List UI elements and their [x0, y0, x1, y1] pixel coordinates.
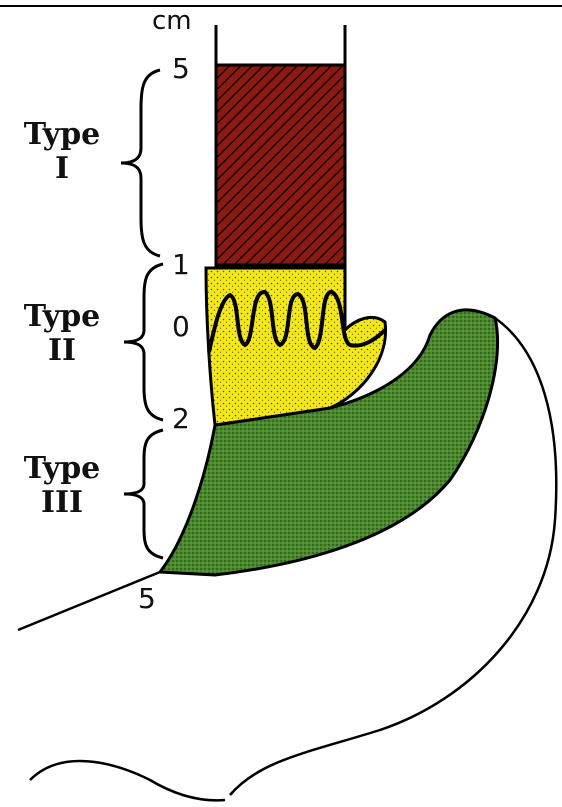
type-i-label-line1: Type: [14, 118, 110, 152]
type-iii-label-line1: Type: [14, 452, 110, 486]
type-iii-label: Type III: [14, 452, 110, 520]
type-i-region: [216, 65, 345, 265]
brace-type-iii: [118, 428, 168, 560]
scale-mark-5-top: 5: [172, 52, 190, 85]
scale-mark-5-bottom: 5: [138, 582, 156, 615]
esophagus-outline: [216, 25, 345, 65]
type-ii-label-line1: Type: [14, 300, 110, 334]
type-i-label-line2: I: [14, 152, 110, 186]
type-i-label: Type I: [14, 118, 110, 186]
scale-mark-2: 2: [172, 402, 190, 435]
type-iii-label-line2: III: [14, 486, 110, 520]
brace-type-i: [115, 68, 165, 258]
stomach-bottom-outline: [30, 761, 225, 800]
brace-type-ii: [118, 262, 168, 422]
scale-unit: cm: [152, 6, 192, 36]
scale-mark-1: 1: [172, 248, 190, 281]
scale-mark-0: 0: [172, 310, 190, 343]
type-ii-label: Type II: [14, 300, 110, 368]
type-ii-label-line2: II: [14, 334, 110, 368]
